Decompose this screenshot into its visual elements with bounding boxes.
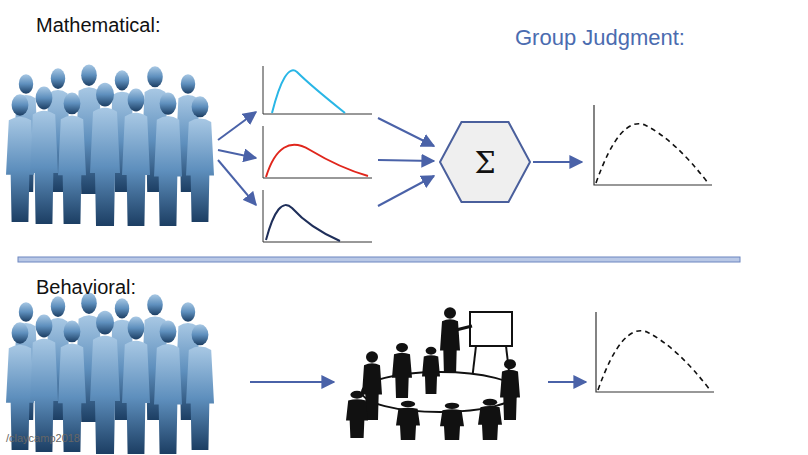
crowd [6, 64, 214, 226]
curve [598, 331, 710, 390]
group-heading: Group Judgment: [515, 26, 685, 50]
section-heading: Behavioral: [36, 276, 136, 298]
plot-axes [596, 312, 714, 392]
curve [596, 124, 708, 183]
crowd [6, 292, 214, 454]
credit-note: /claycamp2018 [6, 432, 80, 444]
meeting [346, 307, 520, 440]
plot-axes [263, 66, 372, 242]
sum-hexagon: Σ [438, 120, 532, 204]
arrows [218, 112, 586, 382]
curve [266, 205, 340, 241]
curve [266, 145, 368, 177]
plot-axes [594, 105, 712, 185]
separator [18, 257, 740, 262]
section-heading: Mathematical: [36, 14, 161, 36]
sum-symbol: Σ [438, 120, 532, 204]
curve [272, 70, 345, 113]
